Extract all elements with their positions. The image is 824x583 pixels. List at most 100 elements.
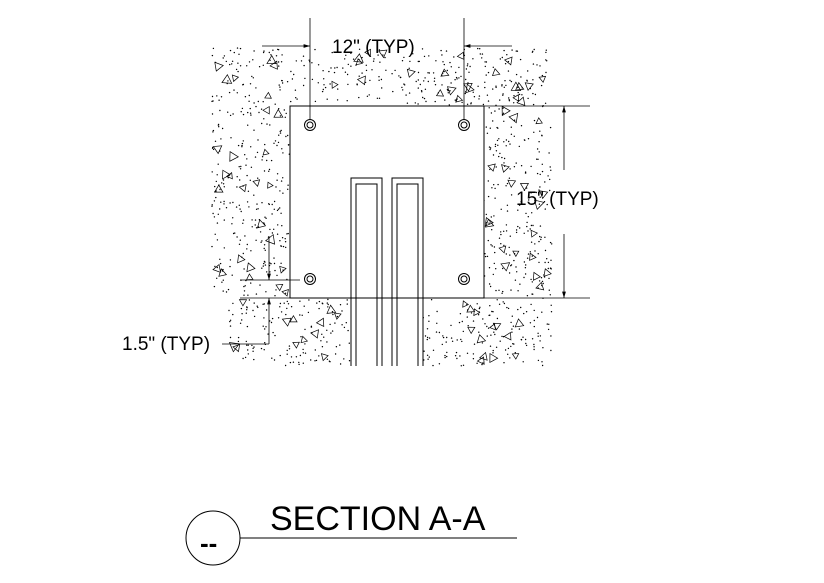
concrete-dot [507,307,510,310]
concrete-aggregate [256,219,267,229]
concrete-dot [333,71,336,74]
concrete-dot [343,358,345,360]
concrete-dot [320,340,322,342]
concrete-dot [334,67,336,69]
concrete-dot [211,204,213,206]
concrete-dot [446,336,448,339]
concrete-dot [499,99,501,101]
concrete-dot [461,101,463,104]
concrete-dot [507,353,509,355]
concrete-dot [547,261,550,264]
concrete-dot [394,69,396,72]
concrete-aggregate [543,268,552,277]
concrete-dot [466,352,469,354]
concrete-dot [244,285,246,287]
concrete-dot [445,50,448,52]
concrete-dot [322,70,324,72]
concrete-dot [509,168,511,170]
concrete-dot [544,249,547,252]
concrete-dot [271,232,274,234]
concrete-dot [527,253,530,255]
concrete-dot [490,216,492,218]
concrete-dot [294,89,297,91]
concrete-dot [487,239,489,242]
concrete-dot [513,95,515,97]
concrete-dot [250,166,253,168]
concrete-dot [499,152,501,155]
concrete-aggregate [264,233,276,245]
concrete-dot [278,134,280,136]
concrete-dot [526,257,529,259]
concrete-aggregate [229,151,239,162]
dim-label-15-typ: 15" (TYP) [516,189,599,210]
concrete-dot [433,80,436,82]
concrete-dot [271,203,273,206]
concrete-dot [214,140,217,142]
concrete-dot [268,203,270,206]
concrete-dot [275,186,277,188]
dim-label-1-5-typ: 1.5" (TYP) [122,334,210,355]
concrete-dot [283,302,285,304]
concrete-dot [244,154,246,156]
concrete-aggregate [231,74,240,83]
concrete-dot [430,299,433,301]
concrete-dot [267,333,269,335]
concrete-dot [482,318,484,320]
concrete-dot [271,357,273,359]
concrete-aggregate [273,108,284,118]
concrete-dot [508,272,511,274]
concrete-dot [336,99,339,101]
concrete-dot [539,186,541,188]
concrete-dot [427,72,429,74]
concrete-dot [545,59,547,61]
concrete-dot [461,320,463,323]
concrete-dot [427,80,429,83]
concrete-dot [264,249,266,251]
concrete-dot [498,108,500,110]
concrete-dot [476,362,478,364]
concrete-dot [216,174,218,176]
concrete-dot [287,144,290,146]
concrete-aggregate [222,169,231,180]
concrete-dot [459,313,462,315]
concrete-dot [433,77,436,80]
concrete-dot [241,107,244,110]
concrete-dot [497,144,499,146]
concrete-dot [276,144,278,147]
concrete-dot [230,137,232,139]
concrete-dot [537,158,539,160]
concrete-dot [427,358,429,360]
concrete-dot [246,325,249,328]
concrete-dot [341,324,343,326]
concrete-aggregate [214,61,224,72]
concrete-dot [211,245,213,248]
concrete-dot [260,241,262,243]
concrete-dot [529,251,531,253]
concrete-dot [507,347,510,350]
concrete-dot [545,71,547,74]
concrete-dot [453,56,455,58]
concrete-dot [213,216,216,218]
concrete-dot [229,202,231,204]
concrete-dot [539,65,541,67]
concrete-dot [311,78,314,81]
concrete-aggregate [538,75,547,83]
concrete-dot [278,84,280,86]
concrete-dot [215,196,217,199]
concrete-dot [257,139,259,141]
concrete-dot [223,200,225,203]
concrete-dot [491,245,493,247]
concrete-dot [422,96,424,99]
concrete-dot [281,54,283,56]
concrete-dot [219,258,221,260]
concrete-dot [526,221,528,224]
concrete-dot [536,64,538,66]
concrete-dot [533,346,535,348]
concrete-dot [269,59,271,61]
concrete-dot [518,93,521,96]
concrete-hatch [211,47,553,367]
concrete-dot [257,208,259,210]
concrete-dot [284,241,287,243]
concrete-dot [236,186,238,188]
concrete-dot [508,97,510,99]
